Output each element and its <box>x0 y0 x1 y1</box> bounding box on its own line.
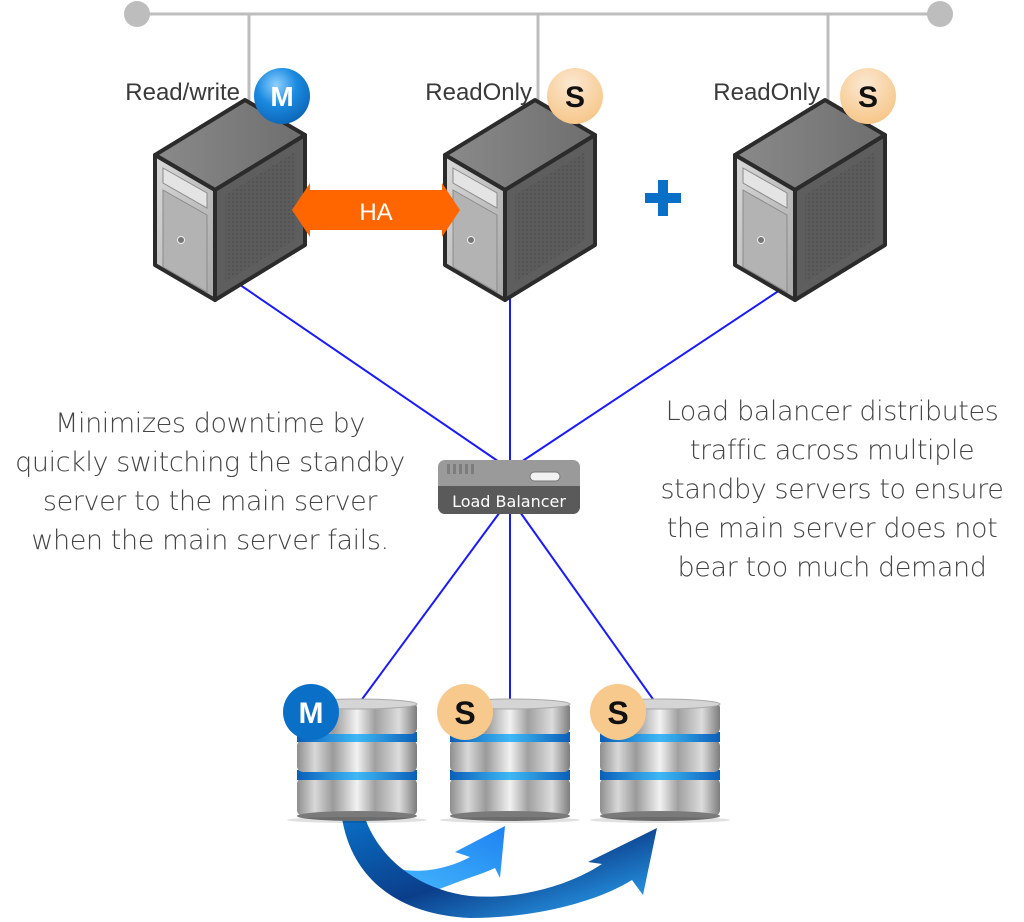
badge-letter: S <box>607 695 628 731</box>
db-master-badge-icon: M <box>283 684 339 740</box>
ha-description-line: when the main server fails. <box>31 525 389 556</box>
link-server-3 <box>511 289 781 469</box>
bus-end-left <box>124 1 150 27</box>
bus-end-right <box>927 1 953 27</box>
link-db-1 <box>359 511 501 703</box>
ha-description-line: quickly switching the standby <box>15 447 405 478</box>
plus-icon <box>645 180 681 216</box>
db-slave-badge-icon: S <box>437 684 493 740</box>
badge-letter: M <box>270 81 293 112</box>
badge-letter: S <box>454 695 475 731</box>
lb-description-line: Load balancer distributes <box>665 396 999 427</box>
lb-description-line: the main server does not <box>666 513 998 544</box>
link-db-3 <box>519 511 656 703</box>
ha-description-line: server to the main server <box>42 486 378 517</box>
ha-label: HA <box>359 199 392 226</box>
badge-letter: S <box>858 81 878 114</box>
slave-badge-icon: S <box>840 68 896 124</box>
server-slave-1 <box>443 98 597 302</box>
badge-letter: S <box>565 81 585 114</box>
badge-letter: M <box>299 697 324 730</box>
server-master <box>153 98 307 302</box>
server-2-role-label: ReadOnly <box>425 79 532 106</box>
load-balancer-label: Load Balancer <box>452 492 566 511</box>
server-3-role-label: ReadOnly <box>713 79 820 106</box>
load-balancer-description: Load balancer distributes traffic across… <box>640 392 1024 587</box>
ha-description-line: Minimizes downtime by <box>55 408 365 439</box>
ha-double-arrow: HA <box>292 183 460 237</box>
lb-description-line: bear too much demand <box>677 552 987 583</box>
replication-arrow-to-slave-2 <box>342 818 657 918</box>
master-badge-icon: M <box>254 68 310 124</box>
server-slave-2 <box>733 98 887 302</box>
lb-description-line: standby servers to ensure <box>660 474 1004 505</box>
db-slave-badge-icon: S <box>590 684 646 740</box>
link-server-1 <box>229 277 509 469</box>
load-balancer: Load Balancer <box>438 460 580 514</box>
ha-description: Minimizes downtime by quickly switching … <box>0 404 420 560</box>
slave-badge-icon: S <box>547 68 603 124</box>
server-1-role-label: Read/write <box>125 79 240 106</box>
lb-description-line: traffic across multiple <box>689 435 975 466</box>
